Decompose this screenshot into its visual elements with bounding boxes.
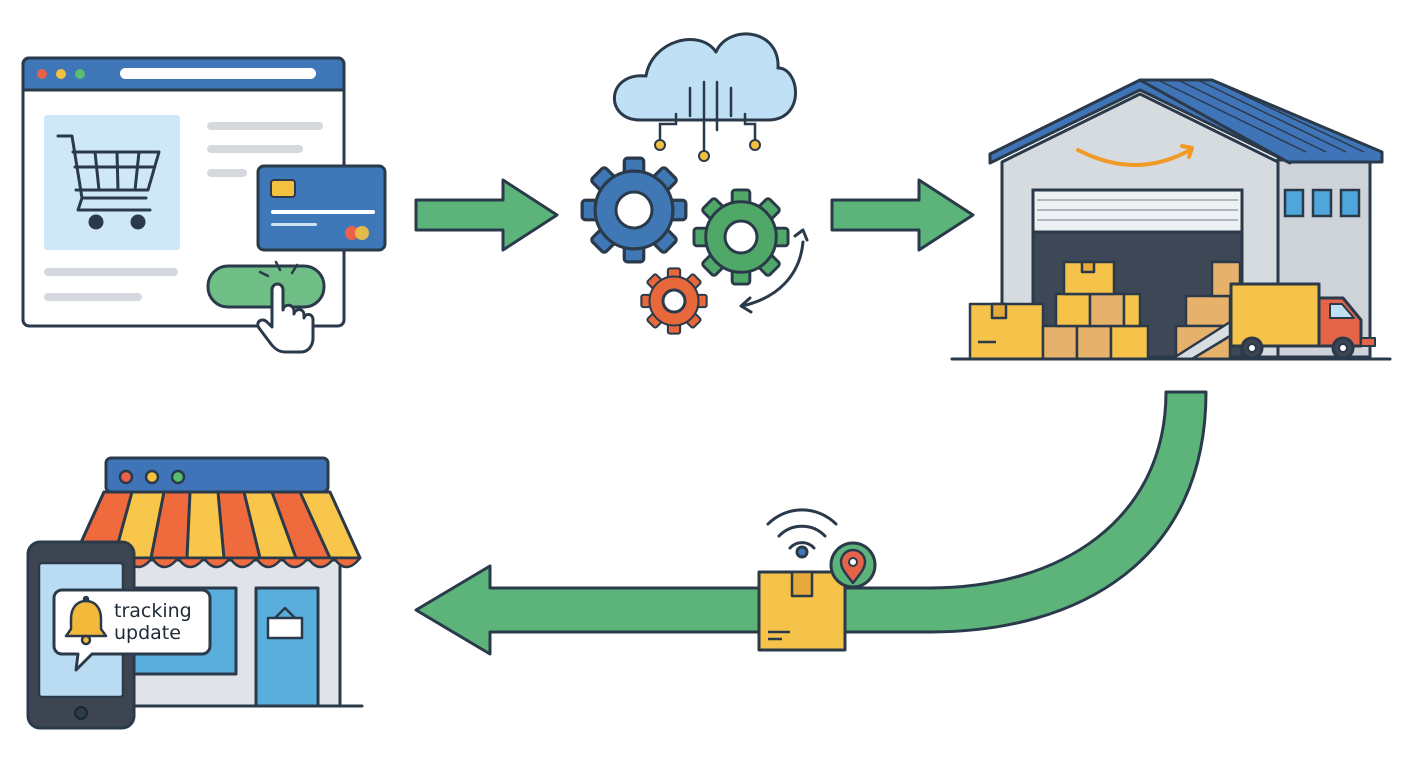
processing-step (580, 32, 809, 335)
refresh-arrow-icon (739, 228, 809, 314)
shopping-cart-icon (56, 134, 161, 230)
buy-button (206, 264, 326, 309)
notification-text-line1: tracking (114, 600, 192, 622)
gear-icon-orange (640, 267, 708, 335)
gear-icon-green (692, 188, 790, 286)
online-checkout-step (21, 56, 387, 354)
credit-card-icon (256, 164, 387, 252)
location-pin-icon (829, 541, 877, 589)
browser-window-icon (21, 56, 346, 328)
pointer-hand-icon (256, 260, 315, 354)
flow-arrow-1 (414, 178, 559, 252)
bell-icon (64, 595, 108, 646)
notification-bubble: tracking update (52, 588, 212, 672)
delivery-route-arrow (414, 390, 1208, 656)
wifi-signal-icon (766, 508, 838, 559)
warehouse-icon (988, 78, 1384, 359)
flow-arrow-2 (830, 178, 975, 252)
brand-smile-logo (1076, 144, 1194, 167)
in-transit-package (757, 508, 877, 652)
delivery-notification-step: tracking update (26, 456, 364, 730)
cloud-icon (613, 32, 797, 162)
gear-icon-blue (580, 156, 688, 264)
notification-text-line2: update (114, 622, 181, 644)
warehouse-step (950, 78, 1392, 361)
delivery-truck-icon (1229, 282, 1376, 360)
package-icon (757, 570, 847, 652)
